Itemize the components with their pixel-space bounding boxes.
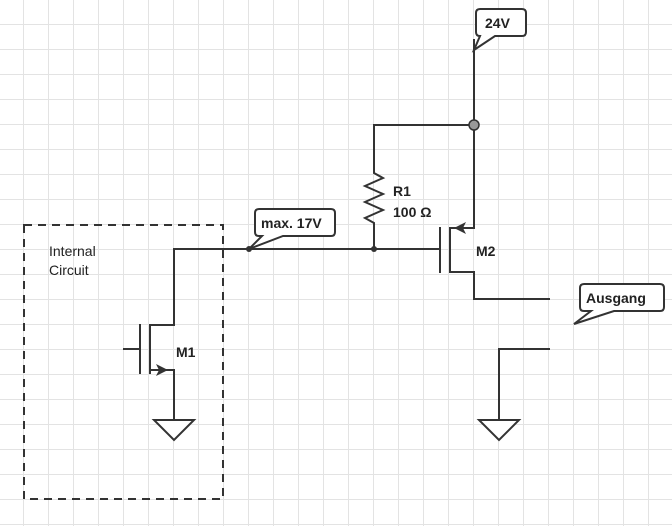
m1-arrow-icon xyxy=(156,364,168,376)
callout-24v: 24V xyxy=(471,8,527,53)
node-voltage-label: max. 17V xyxy=(261,215,322,231)
internal-circuit-label-line2: Circuit xyxy=(49,262,89,278)
transistor-m1 xyxy=(123,324,175,421)
ground-icon xyxy=(476,419,522,442)
internal-circuit-boundary xyxy=(23,224,224,500)
callout-output: Ausgang xyxy=(573,283,665,325)
supply-label: 24V xyxy=(485,15,511,31)
r1-value-label: 100 Ω xyxy=(393,204,431,220)
callout-node-voltage: max. 17V xyxy=(248,208,336,250)
r1-name-label: R1 xyxy=(393,183,411,199)
internal-circuit-label-line1: Internal xyxy=(49,243,96,259)
output-label: Ausgang xyxy=(586,290,646,306)
m1-label: M1 xyxy=(176,344,196,360)
transistor-m2 xyxy=(439,222,550,300)
supply-node xyxy=(468,119,480,131)
ground-icon xyxy=(151,419,197,442)
resistor-icon xyxy=(362,124,386,250)
m2-label: M2 xyxy=(476,243,496,259)
m2-arrow-icon xyxy=(454,222,466,234)
junction-dot xyxy=(371,246,377,252)
